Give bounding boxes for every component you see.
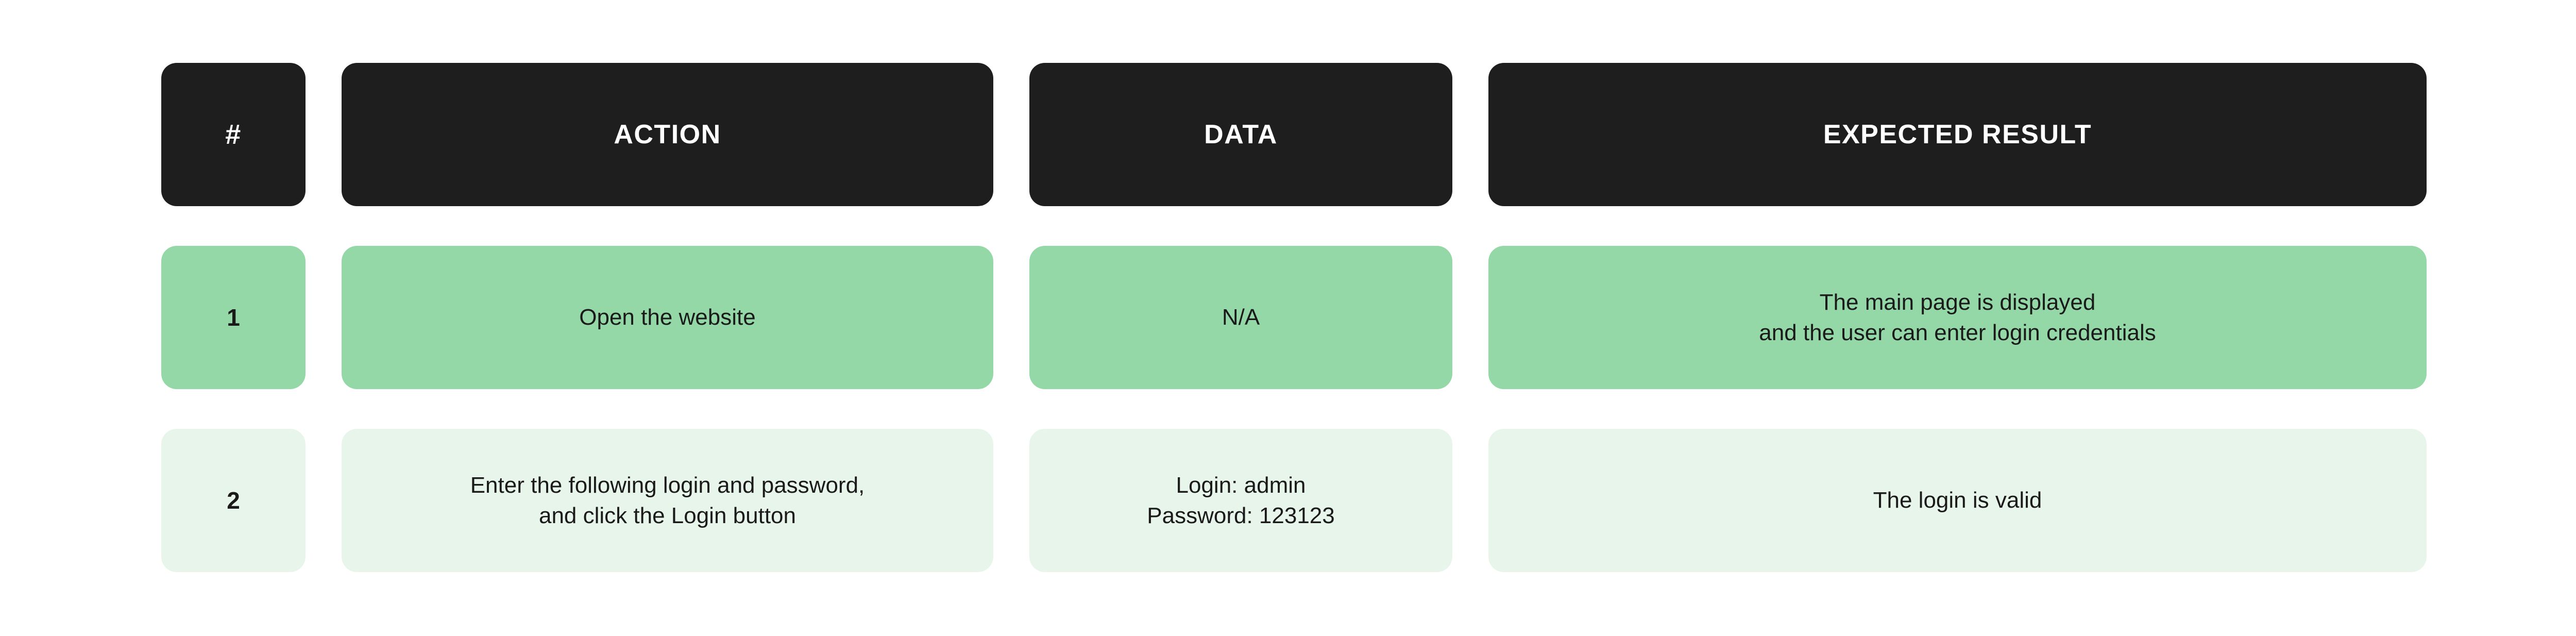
row-number-value: 1 xyxy=(227,304,240,331)
column-header-action: ACTION xyxy=(342,63,993,206)
row-action-cell: Enter the following login and password, … xyxy=(342,429,993,572)
column-header-number-label: # xyxy=(225,119,242,150)
row-expected-result-value: The main page is displayed and the user … xyxy=(1759,289,2156,345)
row-number-cell: 1 xyxy=(161,246,306,389)
row-data-value: Login: admin Password: 123123 xyxy=(1147,472,1335,528)
row-number-cell: 2 xyxy=(161,429,306,572)
row-data-cell: N/A xyxy=(1029,246,1452,389)
column-header-action-label: ACTION xyxy=(614,120,721,149)
row-action-cell: Open the website xyxy=(342,246,993,389)
column-header-data: DATA xyxy=(1029,63,1452,206)
row-expected-result-cell: The main page is displayed and the user … xyxy=(1488,246,2427,389)
column-header-expected-result-label: EXPECTED RESULT xyxy=(1823,120,2092,149)
row-data-cell: Login: admin Password: 123123 xyxy=(1029,429,1452,572)
table-header-row: # ACTION DATA EXPECTED RESULT xyxy=(161,63,2427,206)
row-action-value: Enter the following login and password, … xyxy=(470,472,865,528)
row-expected-result-cell: The login is valid xyxy=(1488,429,2427,572)
row-data-value: N/A xyxy=(1222,305,1260,330)
row-action-value: Open the website xyxy=(579,305,756,330)
column-header-expected-result: EXPECTED RESULT xyxy=(1488,63,2427,206)
table-row: 2 Enter the following login and password… xyxy=(161,429,2427,572)
table-row: 1 Open the website N/A The main page is … xyxy=(161,246,2427,389)
row-number-value: 2 xyxy=(227,487,240,514)
test-steps-table: # ACTION DATA EXPECTED RESULT 1 Open the… xyxy=(161,63,2427,572)
column-header-number: # xyxy=(161,63,306,206)
column-header-data-label: DATA xyxy=(1204,120,1278,149)
row-expected-result-value: The login is valid xyxy=(1873,488,2042,513)
